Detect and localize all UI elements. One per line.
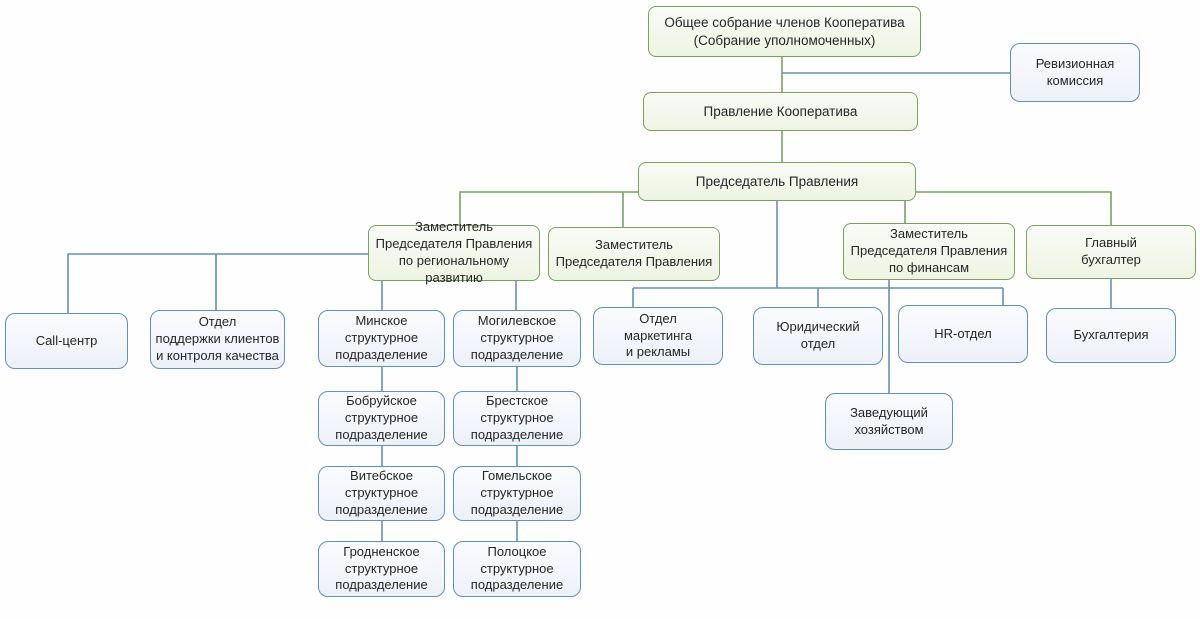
connector-regional-deputy-left-bus (67, 253, 368, 313)
node-deputy-general: Заместитель Председателя Правления (548, 227, 720, 281)
node-board: Правление Кооператива (643, 92, 918, 131)
node-deputy-regional: Заместитель Председателя Правления по ре… (368, 219, 540, 285)
node-grodno-unit: Гродненское структурное подразделение (318, 541, 445, 597)
node-mogilev-unit: Могилевское структурное подразделение (453, 310, 581, 367)
node-brest-unit: Брестское структурное подразделение (453, 391, 581, 446)
node-marketing-department: Отдел маркетинга и рекламы (593, 307, 723, 365)
node-minsk-unit: Минское структурное подразделение (318, 310, 445, 367)
node-audit-commission: Ревизионная комиссия (1010, 43, 1140, 102)
node-legal-department: Юридический отдел (753, 307, 883, 365)
node-deputy-finance: Заместитель Председателя Правления по фи… (843, 223, 1015, 280)
node-gomel-unit: Гомельское структурное подразделение (453, 466, 581, 521)
node-vitebsk-unit: Витебское структурное подразделение (318, 466, 445, 521)
node-household-manager: Заведующий хозяйством (825, 393, 953, 450)
node-bobruisk-unit: Бобруйское структурное подразделение (318, 391, 445, 446)
node-support-department: Отдел поддержки клиентов и контроля каче… (150, 310, 285, 369)
node-hr-department: HR-отдел (898, 305, 1028, 363)
node-general-meeting: Общее собрание членов Кооператива (Собра… (648, 6, 921, 57)
node-accounting: Бухгалтерия (1046, 308, 1176, 363)
node-call-center: Call-центр (5, 313, 128, 369)
connector-chairman-right-deputies (904, 191, 1112, 225)
connector-chairman-departments-bus (632, 201, 1004, 307)
node-polotsk-unit: Полоцкое структурное подразделение (453, 541, 581, 597)
node-chief-accountant: Главный бухгалтер (1026, 225, 1196, 279)
node-chairman: Председатель Правления (638, 162, 916, 201)
connector-chairman-left-deputies (459, 191, 638, 227)
